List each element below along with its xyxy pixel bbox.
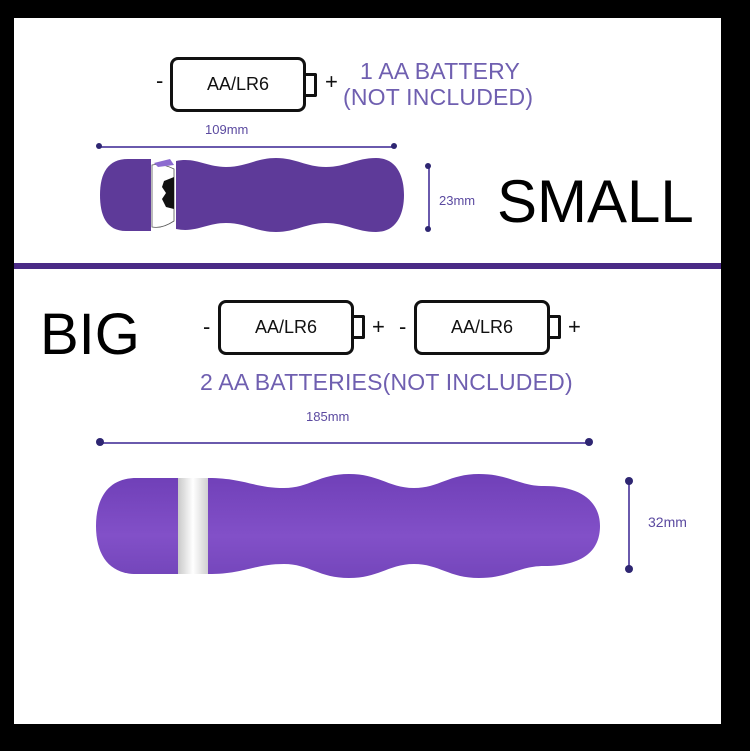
battery-icon: AA/LR6 [414,300,550,355]
big-length-line [101,442,589,444]
dimension-endpoint-icon [96,143,102,149]
small-diameter-line [428,166,430,229]
big-battery-caption: 2 AA BATTERIES(NOT INCLUDED) [200,369,573,395]
small-diameter-label: 23mm [439,193,476,208]
small-length-line [100,146,394,148]
battery-minus: - [156,68,164,93]
battery-terminal [306,73,317,97]
dimension-endpoint-icon [425,226,431,232]
battery-plus: + [372,314,385,339]
battery-terminal [354,315,365,339]
dimension-endpoint-icon [625,565,633,573]
battery-minus: - [399,314,407,339]
battery-plus: + [325,69,338,94]
battery-plus: + [568,314,581,339]
small-length-label: 109mm [205,122,249,137]
battery-icon: AA/LR6 [218,300,354,355]
section-divider [14,263,721,269]
battery-label: AA/LR6 [450,317,514,337]
big-length-label: 185mm [306,409,350,424]
small-battery-caption-line1: 1 AA BATTERY [360,58,521,84]
battery-label: AA/LR6 [206,74,270,94]
battery-terminal [550,315,561,339]
small-battery-caption-line2: (NOT INCLUDED) [343,84,534,110]
small-product-image [100,158,404,232]
big-diameter-line [628,481,630,569]
battery-icon: AA/LR6 [170,57,306,112]
dimension-endpoint-icon [425,163,431,169]
big-size-title: BIG [40,302,140,367]
battery-label: AA/LR6 [254,317,318,337]
product-size-panel [14,18,721,724]
dimension-endpoint-icon [585,438,593,446]
battery-minus: - [203,314,211,339]
dimension-endpoint-icon [625,477,633,485]
small-size-title: SMALL [497,168,694,235]
dimension-endpoint-icon [96,438,104,446]
big-diameter-label: 32mm [648,514,687,530]
dimension-endpoint-icon [391,143,397,149]
big-product-image [96,474,600,578]
